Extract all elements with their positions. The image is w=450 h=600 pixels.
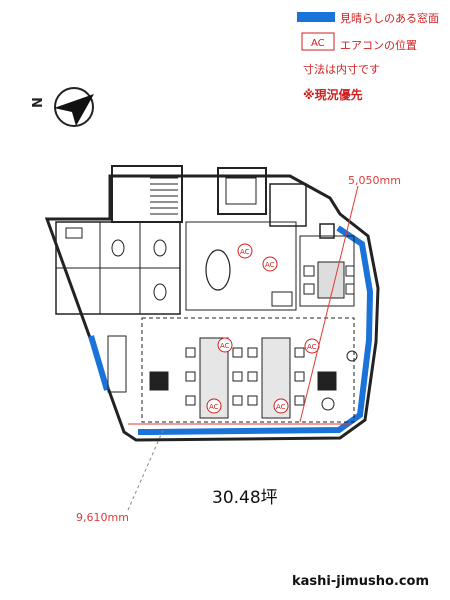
structural-column <box>149 371 169 391</box>
desk-chairs <box>185 347 305 406</box>
plant-icon <box>346 350 358 362</box>
legend-window-swatch <box>297 12 335 22</box>
ac-marker <box>237 243 253 259</box>
legend-priority-note: ※現況優先 <box>303 87 363 102</box>
legend-ac-box-text: AC <box>311 38 325 49</box>
toilet-icon <box>111 239 125 257</box>
ac-marker-label: AC <box>307 343 317 351</box>
main-office <box>141 317 355 423</box>
north-arrow-icon <box>54 94 94 126</box>
entrance-lounge <box>185 221 297 311</box>
ac-marker-label: AC <box>276 403 286 411</box>
ac-marker <box>217 337 233 353</box>
meeting-table <box>317 261 345 299</box>
sink-icon <box>65 227 83 239</box>
building-outline <box>44 174 380 442</box>
ac-marker <box>262 256 278 272</box>
utility-box <box>319 223 335 239</box>
legend: 見晴らしのある窓面 AC エアコンの位置 寸法は内寸です ※現況優先 <box>297 11 439 102</box>
ac-marker <box>206 398 222 414</box>
structural-column <box>317 371 337 391</box>
floor-plan <box>44 165 380 442</box>
toilet-icon <box>153 283 167 301</box>
reception-table <box>205 249 231 291</box>
lounge-sofa <box>271 291 293 307</box>
elevator-shaft <box>217 167 267 215</box>
ac-marker-label: AC <box>240 248 250 256</box>
plant-icon <box>321 397 335 411</box>
dimension-lines <box>127 185 359 511</box>
side-counter <box>107 335 127 393</box>
ac-marker <box>273 398 289 414</box>
dimension-top-width: 5,050mm <box>348 174 401 187</box>
elevator-car <box>225 177 257 205</box>
stair-treads <box>150 177 178 215</box>
utility-room <box>269 183 307 227</box>
toilet-icon <box>153 239 167 257</box>
legend-dimension-note: 寸法は内寸です <box>303 62 380 76</box>
dimension-bottom-length: 9,610mm <box>76 511 129 524</box>
compass-north-letter: N <box>31 97 46 108</box>
dimension-line-width <box>299 185 359 423</box>
legend-ac-label: エアコンの位置 <box>340 38 417 52</box>
window-east <box>138 225 374 435</box>
site-url[interactable]: kashi-jimusho.com <box>292 574 429 589</box>
compass: N <box>31 87 94 127</box>
window-west <box>88 335 110 391</box>
dimension-leader <box>127 427 165 511</box>
floor-area: 30.48坪 <box>212 488 278 508</box>
legend-ac-box <box>301 32 335 51</box>
ac-markers: AC AC AC AC AC AC <box>206 243 320 414</box>
legend-window-label: 見晴らしのある窓面 <box>340 11 439 25</box>
ac-marker-label: AC <box>220 342 230 350</box>
ac-marker-label: AC <box>265 261 275 269</box>
ac-marker-label: AC <box>209 403 219 411</box>
compass-ring <box>54 87 94 127</box>
